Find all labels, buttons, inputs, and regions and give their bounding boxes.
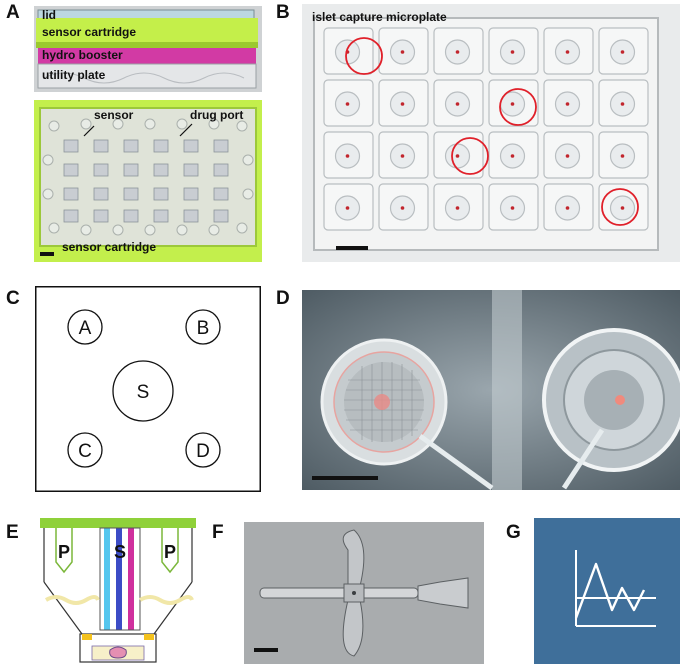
sensor-s-label: S [137,382,150,403]
islet-dot [565,102,570,106]
islet-dot [620,206,625,210]
label-s: S [114,542,126,562]
label-utility-plate: utility plate [42,68,106,82]
panel-d-photo [302,290,680,490]
panel-b-letter: B [276,2,290,23]
islet-dot [510,102,515,106]
islet-dot [620,50,625,54]
islet-dot [455,206,460,210]
metal-tool-photo [244,522,484,664]
sensor-probe-s [99,527,141,631]
panel-f-letter: F [212,522,224,543]
panel-e-letter: E [6,522,19,543]
islet-dot [400,206,405,210]
label-sensor: sensor [94,108,134,122]
panel-b-title: islet capture microplate [312,10,447,24]
scale-bar-f [254,648,278,652]
panel-c-well-schematic: A B S C D [35,286,261,492]
islet-dot [345,206,350,210]
scale-bar-a [40,252,54,256]
highlight-circles [345,37,639,226]
panel-c-letter: C [6,288,20,309]
left-port-p [55,528,73,574]
signal-trace-icon [574,550,656,627]
label-drug-port: drug port [190,108,244,122]
right-port-p [161,528,179,574]
plate-stack-side-view [34,6,262,92]
panel-f-photo [244,522,484,664]
islet-dot [565,154,570,158]
sensor-cartridge-top-view [34,100,262,262]
islet-dot [455,50,460,54]
port-d-circle [185,432,221,468]
well-closeup-with-islet [302,290,680,490]
scale-bar-b [336,246,368,250]
islet-dot [345,154,350,158]
port-d-label: D [196,441,210,462]
islet-dot [565,206,570,210]
panel-a-bottom-photo: sensor drug port sensor cartridge [34,100,262,262]
panel-e-sensor-schematic: P S P [36,516,200,664]
port-b-label: B [197,318,210,339]
sensor-s-circle [112,360,174,422]
label-hydro-booster: hydro booster [42,48,123,62]
label-p-right: P [164,542,176,562]
port-c-label: C [78,441,92,462]
label-sensor-cartridge-top: sensor cartridge [42,25,137,39]
port-a-label: A [79,318,92,339]
panel-d-letter: D [276,288,290,309]
islet-dot [455,102,460,106]
port-b-circle [185,309,221,345]
panel-g-letter: G [506,522,521,543]
label-p-left: P [58,542,70,562]
islet-dot [345,102,350,106]
label-sensor-cartridge-bottom: sensor cartridge [62,240,157,254]
panel-a-top-photo: lid sensor cartridge hydro booster utili… [34,6,262,92]
islet-dot [620,102,625,106]
islet-dot [510,154,515,158]
islet-capture-microplate [302,4,680,262]
panel-b-photo: islet capture microplate [302,4,680,262]
label-lid: lid [42,8,56,22]
port-a-circle [67,309,103,345]
port-c-circle [67,432,103,468]
islet-icon [109,646,127,659]
panel-g-app-icon [534,518,680,664]
islet-dot [510,50,515,54]
islet-dot [400,102,405,106]
islet-dot [510,206,515,210]
panel-a-letter: A [6,2,20,23]
islet-dot [565,50,570,54]
cartridge-top-bar [40,518,196,528]
scale-bar-d [312,476,378,480]
islet-dot [620,154,625,158]
islet-dot [400,154,405,158]
islet-dot [455,154,460,158]
islet-dot [400,50,405,54]
